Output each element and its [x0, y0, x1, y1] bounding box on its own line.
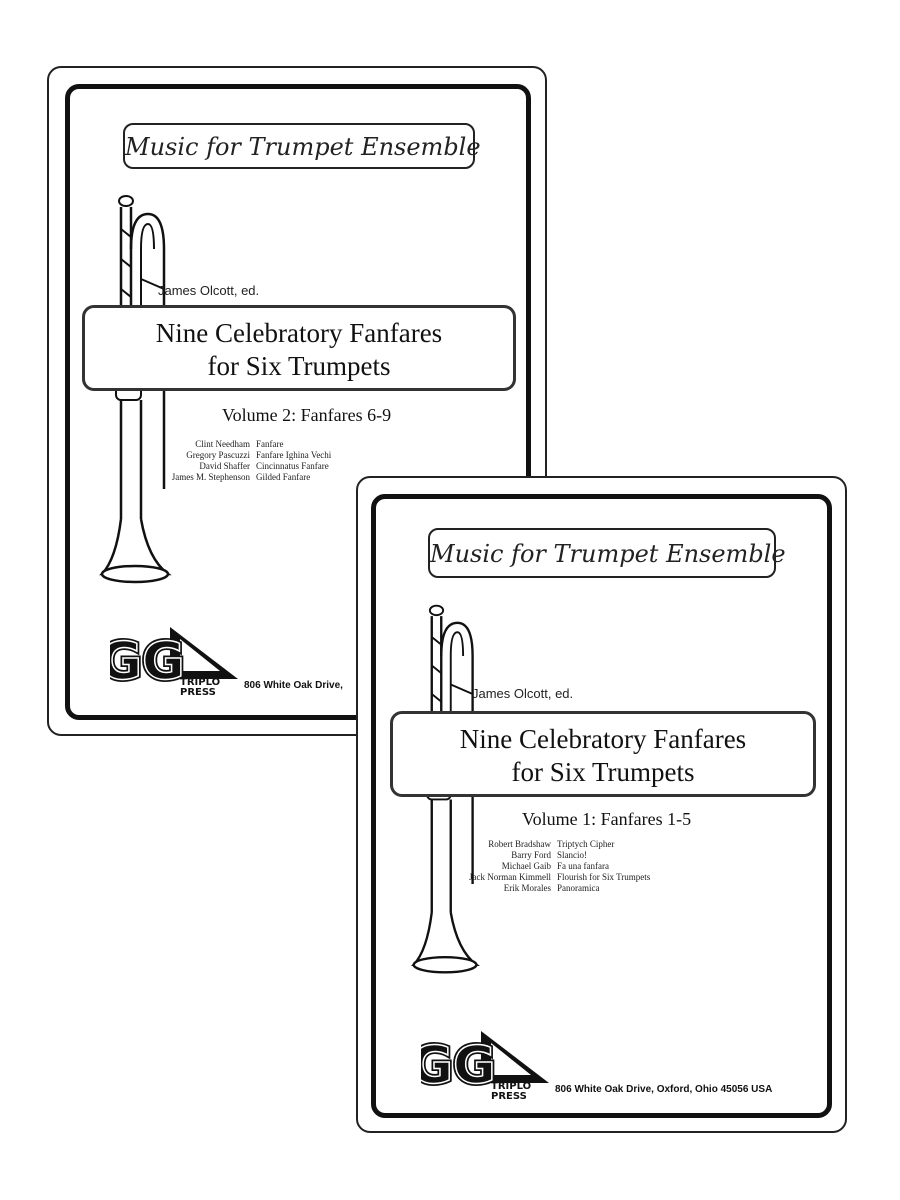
volume-label: Volume 2: Fanfares 6-9: [222, 405, 392, 425]
series-title: Music for Trumpet Ensemble: [123, 123, 481, 169]
composer-name: David Shaffer: [199, 461, 250, 471]
piece-title: Panoramica: [557, 883, 600, 893]
work-row: Jack Norman Kimmell Flourish for Six Trum…: [446, 872, 650, 883]
publisher-block: GG GG TRIPLO PRESS 806 White Oak Drive,: [110, 625, 343, 695]
piece-title: Slancio!: [557, 850, 587, 860]
piece-title: Flourish for Six Trumpets: [557, 872, 651, 882]
work-row: Erik Morales Panoramica: [446, 883, 650, 894]
volume-label: Volume 1: Fanfares 1-5: [522, 809, 692, 829]
work-row: James M. Stephenson Gilded Fanfare: [145, 472, 331, 483]
piece-title: Cincinnatus Fanfare: [256, 461, 329, 471]
composer-name: Gregory Pascuzzi: [186, 450, 250, 460]
title-box: Nine Celebratory Fanfares for Six Trumpe…: [390, 711, 816, 797]
logo-letters: GG: [110, 632, 185, 692]
composer-name: Robert Bradshaw: [488, 839, 551, 849]
publisher-address: 806 White Oak Drive,: [244, 680, 343, 691]
series-title: Music for Trumpet Ensemble: [428, 528, 786, 578]
publisher-block: GG GG TRIPLO PRESS 806 White Oak Drive, …: [421, 1029, 772, 1099]
logo-word-2: PRESS: [491, 1091, 527, 1099]
work-row: Robert Bradshaw Triptych Cipher: [446, 839, 650, 850]
piece-title: Fanfare Ighina Vechi: [256, 450, 332, 460]
title-line-2: for Six Trumpets: [511, 757, 695, 787]
triplo-press-logo: GG GG TRIPLO PRESS: [421, 1031, 549, 1099]
herald-trumpet-illustration: [410, 604, 480, 974]
logo-letters-inner: GG: [110, 632, 185, 692]
piece-title: Fa una fanfara: [557, 861, 609, 871]
work-row: Gregory Pascuzzi Fanfare Ighina Vechi: [145, 450, 331, 461]
piece-title: Fanfare: [256, 439, 284, 449]
piece-title: Triptych Cipher: [557, 839, 615, 849]
logo-letters: GG: [421, 1036, 496, 1096]
editor-credit: James Olcott, ed.: [158, 283, 260, 298]
triplo-press-logo: GG GG TRIPLO PRESS: [110, 627, 238, 695]
title-line-1: Nine Celebratory Fanfares: [459, 724, 747, 754]
cover-volume-1: Music for Trumpet Ensemble James Olcott,…: [356, 476, 847, 1133]
work-row: Michael Gaib Fa una fanfara: [446, 861, 650, 872]
cover-volume-2-frame: Music for Trumpet Ensemble James Olcott,…: [65, 84, 531, 720]
composer-name: Barry Ford: [511, 850, 551, 860]
composer-name: Clint Needham: [195, 439, 250, 449]
title-box: Nine Celebratory Fanfares for Six Trumpe…: [82, 305, 516, 391]
work-row: David Shaffer Cincinnatus Fanfare: [145, 461, 331, 472]
composer-name: James M. Stephenson: [171, 472, 250, 482]
composer-name: Erik Morales: [503, 883, 551, 893]
editor-credit: James Olcott, ed.: [472, 686, 574, 701]
piece-title: Gilded Fanfare: [256, 472, 311, 482]
title-line-2: for Six Trumpets: [207, 351, 391, 381]
publisher-address: 806 White Oak Drive, Oxford, Ohio 45056 …: [555, 1084, 773, 1095]
work-row: Clint Needham Fanfare: [145, 439, 331, 450]
composer-name: Michael Gaib: [501, 861, 551, 871]
logo-word-2: PRESS: [180, 687, 216, 695]
logo-letters-inner: GG: [421, 1036, 496, 1096]
logo-word-1: TRIPLO: [491, 1081, 531, 1092]
title-line-1: Nine Celebratory Fanfares: [155, 318, 443, 348]
logo-word-1: TRIPLO: [180, 677, 220, 688]
composer-name: Jack Norman Kimmell: [469, 872, 551, 882]
cover-volume-1-frame: Music for Trumpet Ensemble James Olcott,…: [371, 494, 832, 1118]
work-row: Barry Ford Slancio!: [446, 850, 650, 861]
cover-volume-2: Music for Trumpet Ensemble James Olcott,…: [47, 66, 547, 736]
